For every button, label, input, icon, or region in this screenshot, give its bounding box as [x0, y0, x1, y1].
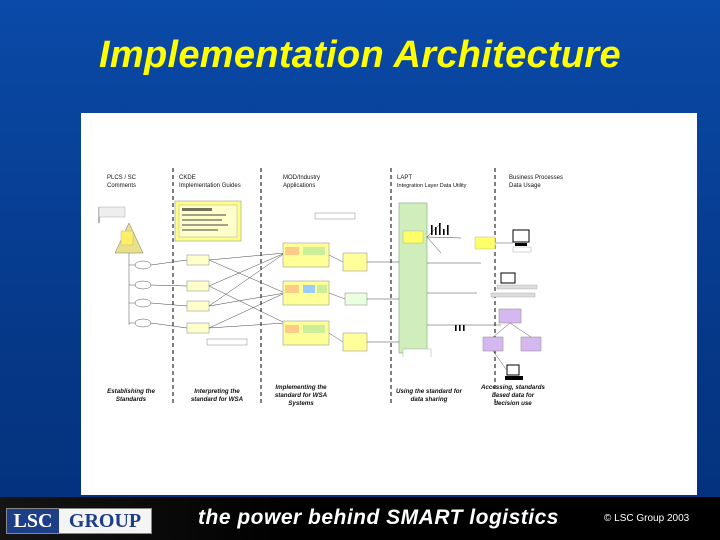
column-heading-3: MOD/Industry [283, 175, 320, 181]
column-heading-5: Business Processes [509, 175, 563, 181]
application-group-1 [282, 242, 330, 268]
computer-icon [512, 229, 532, 253]
caption-3-line-2: standard for WSA [275, 392, 328, 399]
caption-5-line-3: decision use [494, 400, 532, 407]
caption-3-line-3: Systems [288, 400, 314, 407]
application-outputs [314, 212, 368, 352]
business-ticks [455, 325, 465, 331]
standards-pyramid [98, 206, 144, 254]
column-heading-2: CKDE [179, 175, 196, 181]
business-process-box [474, 236, 513, 250]
integration-ticks [431, 223, 449, 235]
caption-4-line-2: data sharing [411, 396, 448, 403]
column-heading-1: PLCS / SC [107, 175, 137, 181]
column-heading-3-sub: Applications [283, 183, 315, 189]
desktop-computer-icon [505, 364, 523, 380]
purple-data-nodes [482, 308, 542, 370]
integration-layer [393, 202, 443, 365]
tagline: the power behind SMART logistics [198, 506, 559, 529]
mapping-lines [150, 252, 286, 329]
caption-2-line-1: Interpreting the [194, 388, 240, 395]
implementation-guide-panel [174, 200, 242, 242]
column-heading-4-sub: Integration Layer Data Utility [397, 183, 467, 189]
column-heading-4: LAPT [397, 175, 412, 181]
column-heading-5-sub: Data Usage [509, 183, 541, 189]
caption-4-line-1: Using the standard for [396, 388, 463, 395]
application-group-3 [282, 320, 330, 346]
logo-lsc-text: LSC [7, 509, 59, 533]
application-group-2 [282, 280, 330, 306]
column-heading-2-sub: Implementation Guides [179, 183, 241, 189]
printer-icon [490, 272, 538, 298]
copyright-notice: © LSC Group 2003 [604, 513, 690, 524]
logo-group-text: GROUP [68, 510, 142, 532]
application-links [328, 254, 346, 343]
company-logo: LSC GROUP [6, 508, 152, 534]
integration-links [367, 222, 501, 343]
caption-5-line-1: Accessing, standards [480, 384, 546, 391]
caption-1-line-2: Standards [116, 396, 147, 403]
column-heading-1-sub: Comments [107, 183, 136, 189]
architecture-diagram: PLCS / SC Comments CKDE Implementation G… [81, 113, 697, 495]
caption-3-line-1: Implementing the [275, 384, 327, 391]
caption-5-line-2: based data for [492, 392, 535, 399]
slide-title: Implementation Architecture [99, 34, 621, 76]
caption-1-line-1: Establishing the [107, 388, 155, 395]
caption-2-line-2: standard for WSA [191, 396, 244, 403]
standards-nodes [128, 253, 152, 328]
